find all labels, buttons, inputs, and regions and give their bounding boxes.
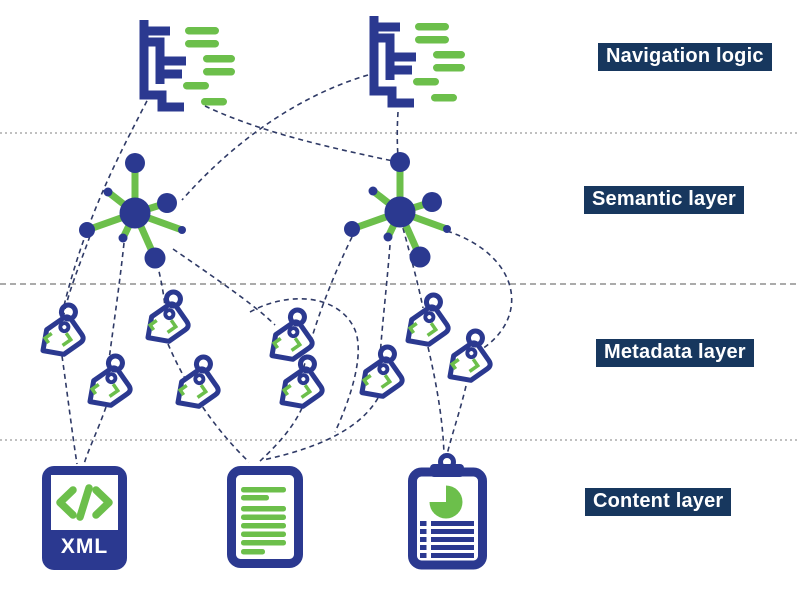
metadata-tag-icon — [268, 354, 331, 415]
clipboard-report-icon — [408, 453, 487, 570]
metadata-tag-icon — [348, 344, 411, 405]
code-brackets-icon — [56, 484, 113, 521]
metadata-tag-icon — [76, 353, 139, 414]
text-document-icon — [227, 466, 303, 568]
metadata-tag-icon — [436, 328, 499, 389]
metadata-tag-icon — [134, 289, 197, 350]
navigation-tree-icon — [374, 16, 465, 103]
layer-label-content-layer: Content layer — [585, 488, 732, 516]
layer-separators — [0, 132, 800, 441]
semantic-network-hub-icon — [344, 152, 451, 268]
xml-file-icon — [42, 466, 127, 570]
pie-chart-icon — [428, 484, 463, 519]
metadata-tag-icon — [164, 354, 227, 415]
layer-label-semantic-layer: Semantic layer — [584, 186, 744, 214]
metadata-tag-icon — [394, 292, 457, 353]
metadata-tag-icon — [29, 302, 92, 363]
navigation-tree-icon — [144, 20, 235, 107]
xml-badge-label: XML — [60, 535, 109, 558]
layer-label-navigation-logic: Navigation logic — [598, 43, 772, 71]
layer-label-metadata-layer: Metadata layer — [596, 339, 754, 367]
